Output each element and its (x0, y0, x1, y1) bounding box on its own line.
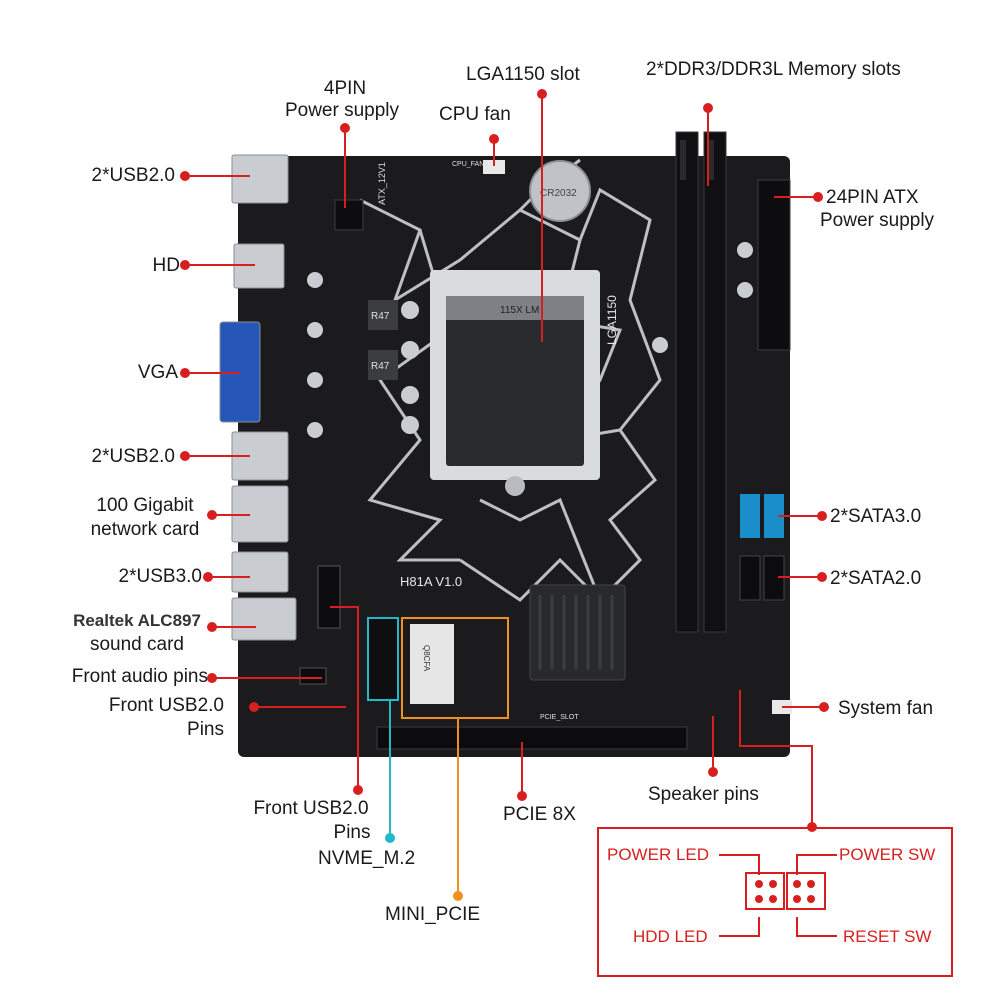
front-panel-reset-sw: RESET SW (843, 927, 932, 946)
label-network-line2: network card (90, 519, 200, 540)
label-usb30: 2*USB3.0 (118, 566, 202, 587)
nvme-leader (385, 700, 395, 843)
label-hd: HD (152, 255, 180, 276)
label-24pin-atx-line1: 24PIN ATX (826, 187, 919, 208)
label-pcie-8x: PCIE 8X (503, 804, 576, 825)
pcie-silk: PCIE_SLOT (540, 714, 579, 721)
label-usb20-top: 2*USB2.0 (91, 165, 175, 186)
socket-silk: LGA1150 (605, 295, 619, 345)
mini-pcie-leader (453, 718, 463, 901)
label-usb20-mid: 2*USB2.0 (91, 446, 175, 467)
label-sata3: 2*SATA3.0 (830, 506, 922, 527)
mini-pcie-mark: Q8CFA (422, 645, 431, 672)
label-cpu-fan: CPU fan (439, 104, 511, 125)
front-panel-inset: POWER LED POWER SW HDD LED RESET SW (597, 827, 953, 977)
label-system-fan: System fan (838, 698, 934, 719)
label-sata2: 2*SATA2.0 (830, 568, 922, 589)
label-sound-line1: Realtek ALC897 (73, 611, 201, 630)
label-mini-pcie: MINI_PCIE (385, 904, 481, 925)
memory-slots (675, 131, 727, 633)
power-4pin-connector (334, 199, 364, 231)
socket-cap-text: 115X LM (500, 305, 539, 316)
inductor-silk-1: R47 (371, 311, 390, 322)
front-panel-power-sw: POWER SW (839, 845, 936, 864)
label-sound-line2: sound card (89, 634, 184, 655)
inductor-silk-2: R47 (371, 361, 390, 372)
rear-io (219, 154, 297, 641)
label-4pin-power-line1: 4PIN (323, 78, 367, 99)
front-audio-header (299, 667, 327, 685)
label-4pin-power-line2: Power supply (284, 100, 400, 121)
vrm-components (307, 242, 753, 438)
label-front-usb-bottom-line2: Pins (333, 822, 371, 843)
front-usb-header (317, 565, 341, 629)
front-panel-pin-diagram (719, 854, 837, 937)
front-panel-hdd-led: HDD LED (633, 927, 708, 946)
coin-battery-text: CR2032 (540, 188, 577, 199)
atx-24pin-connector (757, 179, 791, 351)
board-model: H81A V1.0 (400, 574, 462, 589)
label-speaker-pins: Speaker pins (648, 784, 759, 805)
sata2-ports (739, 555, 785, 601)
label-network-line1: 100 Gigabit (96, 495, 194, 516)
label-memory-slots: 2*DDR3/DDR3L Memory slots (646, 59, 901, 80)
pcie-8x-slot (376, 726, 688, 750)
label-front-usb-left-line2: Pins (187, 719, 224, 740)
coin-battery (529, 160, 591, 222)
sata3-ports (740, 494, 784, 538)
cpu-fan-silk: CPU_FAN1 (452, 161, 488, 168)
label-vga: VGA (137, 362, 178, 383)
atx12v-silk: ATX_12V1 (377, 162, 387, 205)
nvme-m2-slot (367, 617, 399, 701)
label-lga1150-slot: LGA1150 slot (466, 64, 580, 85)
leader-dots (180, 89, 829, 832)
label-24pin-atx-line2: Power supply (820, 210, 935, 231)
mini-pcie-connector (410, 624, 454, 704)
mini-pcie-slot (401, 617, 509, 719)
front-panel-power-led: POWER LED (607, 845, 710, 864)
label-front-audio-pins: Front audio pins (71, 666, 208, 687)
cpu-fan-header (483, 160, 505, 174)
label-nvme-m2: NVME_M.2 (318, 848, 416, 869)
label-front-usb-left-line1: Front USB2.0 (108, 695, 224, 716)
leader-lines (185, 94, 824, 827)
label-front-usb-bottom-line1: Front USB2.0 (253, 798, 369, 819)
cpu-socket (430, 270, 600, 496)
